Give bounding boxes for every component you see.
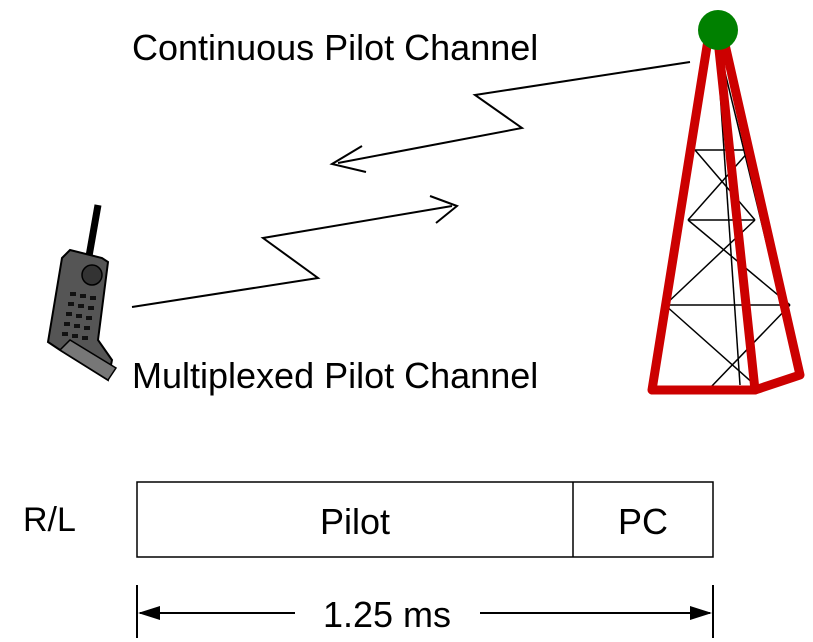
frame-pilot-label: Pilot: [320, 501, 390, 542]
frame-box: [136, 481, 714, 558]
mobile-phone-icon: [46, 204, 118, 382]
tower-icon: [647, 10, 805, 395]
continuous-pilot-label: Continuous Pilot Channel: [132, 27, 538, 68]
reverse-link-arrow: [131, 195, 459, 308]
duration-dimension: [136, 585, 714, 638]
tower-top-icon: [698, 10, 738, 50]
row-label: R/L: [23, 501, 76, 539]
forward-link-arrow: [329, 61, 691, 173]
multiplexed-pilot-label: Multiplexed Pilot Channel: [132, 355, 538, 396]
duration-label: 1.25 ms: [323, 594, 451, 635]
frame-pc-label: PC: [618, 501, 668, 542]
